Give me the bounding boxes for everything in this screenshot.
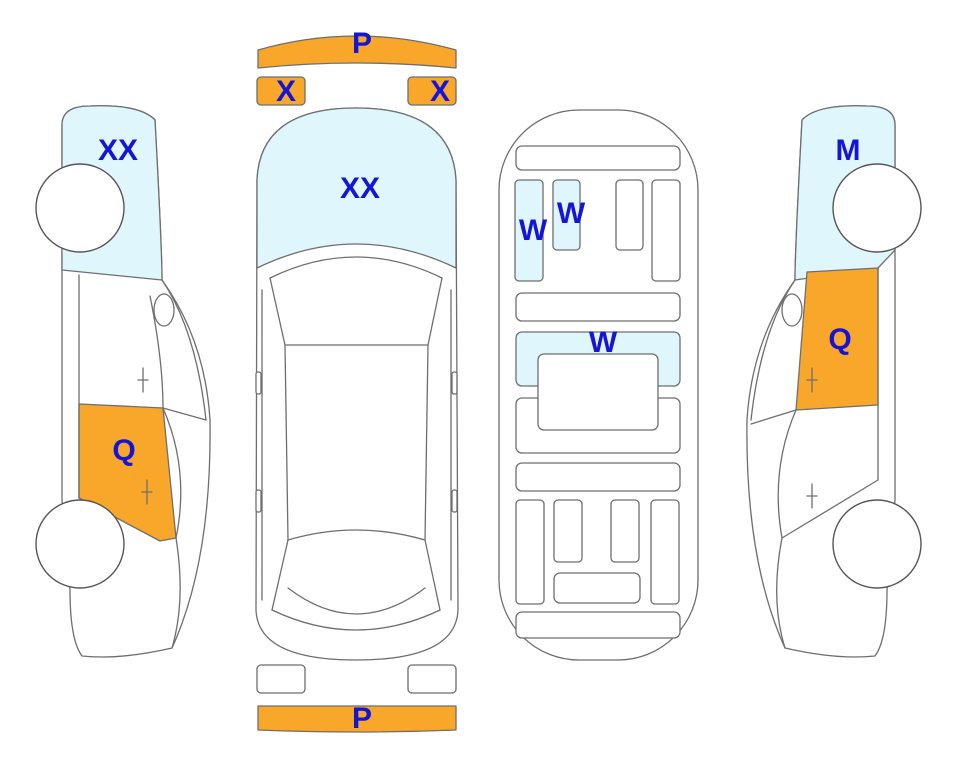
front-right-light-zone[interactable] xyxy=(407,76,457,106)
right-front-fender-label: M xyxy=(836,134,861,167)
rear-right-light xyxy=(407,664,457,694)
interior-front-left-inner-zone[interactable] xyxy=(552,179,581,251)
top-view: P X X XX P xyxy=(255,27,459,735)
left-rear-wheel xyxy=(35,499,125,589)
interior-front-left-seat-label: W xyxy=(519,214,548,247)
front-right-light-label: X xyxy=(430,75,450,108)
front-bumper-label: P xyxy=(352,27,372,60)
interior-view: W W W xyxy=(498,109,699,661)
rear-bumper-label: P xyxy=(352,702,372,735)
interior-front-left-seat-zone[interactable] xyxy=(514,179,544,282)
front-left-light-zone[interactable] xyxy=(256,76,306,106)
left-rear-door-label: Q xyxy=(112,434,135,467)
right-front-wheel xyxy=(832,163,922,253)
left-side-view: XX Q xyxy=(35,105,211,658)
right-side-view: M Q xyxy=(746,105,922,658)
right-front-door-label: Q xyxy=(828,323,851,356)
left-front-fender-label: XX xyxy=(98,134,138,167)
rear-bumper-zone[interactable] xyxy=(257,705,457,733)
interior-front-left-inner-label: W xyxy=(557,197,586,230)
left-front-wheel xyxy=(35,163,125,253)
right-rear-wheel xyxy=(832,499,922,589)
hood-zone[interactable] xyxy=(256,107,457,269)
front-left-light-label: X xyxy=(276,75,296,108)
rear-left-light xyxy=(256,664,306,694)
front-bumper-zone[interactable] xyxy=(257,35,457,69)
interior-middle-row-label: W xyxy=(589,326,618,359)
hood-label: XX xyxy=(340,172,380,205)
